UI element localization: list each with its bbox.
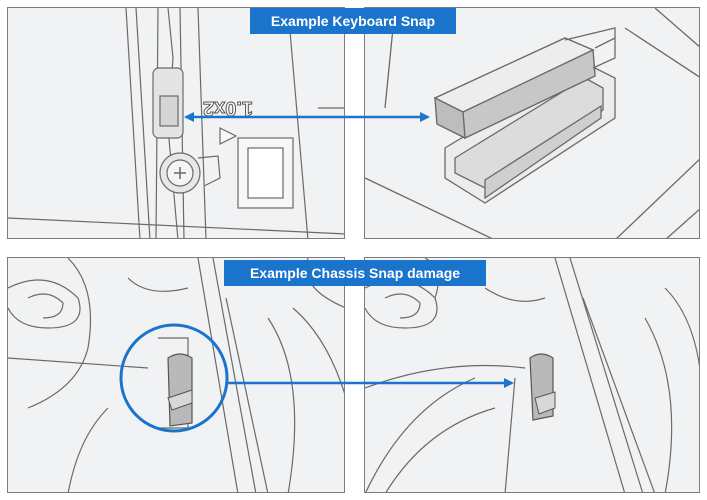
keyboard-snap-right-drawing [365,8,699,238]
keyboard-snap-left-drawing: 1.0x2 [8,8,344,238]
part-number-label: 1.0x2 [203,97,253,119]
chassis-snap-left-drawing [8,258,344,492]
panel-chassis-snap-right [364,257,700,493]
panel-keyboard-snap-right [364,7,700,239]
banner-chassis-snap-damage: Example Chassis Snap damage [224,260,486,286]
chassis-snap-right-drawing [365,258,699,492]
banner-keyboard-snap: Example Keyboard Snap [250,8,456,34]
panel-chassis-snap-left [7,257,345,493]
panel-keyboard-snap-left: 1.0x2 [7,7,345,239]
